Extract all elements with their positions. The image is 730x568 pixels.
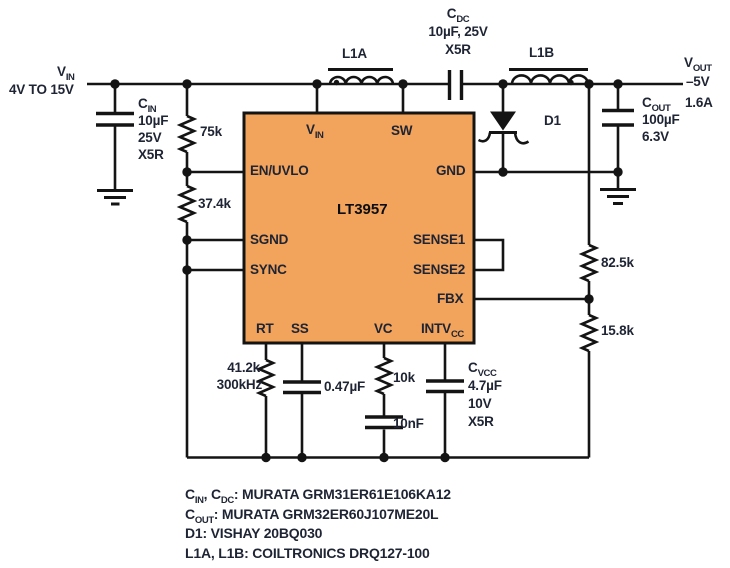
- vin-range: 4V TO 15V: [9, 82, 74, 97]
- vc-cap-label: 10nF: [393, 416, 424, 431]
- l1b-label: L1B: [529, 45, 554, 60]
- pin-fbx: FBX: [437, 291, 464, 306]
- cvcc-dielectric: X5R: [468, 414, 494, 429]
- resistor-15-8k-label: 15.8k: [601, 323, 634, 338]
- cap-cvcc: [426, 379, 464, 394]
- cout-voltage: 6.3V: [642, 129, 669, 144]
- vout-title: VOUT: [684, 55, 712, 74]
- pin-sync: SYNC: [250, 262, 287, 277]
- resistor-82-5k: [578, 243, 600, 283]
- resistor-75k-label: 75k: [200, 124, 222, 139]
- cdc-name: CDC: [446, 6, 470, 25]
- note-line: L1A, L1B: COILTRONICS DRQ127-100: [185, 545, 430, 561]
- resistor-75k: [176, 114, 198, 154]
- cap-cout: [602, 108, 634, 127]
- vout-current: 1.6A: [685, 95, 713, 110]
- resistor-37-4k: [176, 184, 198, 224]
- chip-body: [242, 111, 476, 345]
- cin-voltage: 25V: [138, 130, 162, 145]
- resistor-37-4k-label: 37.4k: [198, 196, 231, 211]
- pin-sense1: SENSE1: [413, 232, 466, 247]
- l1a-label: L1A: [342, 46, 367, 61]
- cdc-value: 10µF, 25V: [428, 24, 488, 39]
- pin-rt: RT: [256, 321, 274, 336]
- resistor-41-2k: [255, 358, 277, 398]
- d1-label: D1: [544, 113, 561, 128]
- rt-resistor-label: 41.2k: [227, 360, 260, 375]
- polarity-dot-l1b: [568, 79, 574, 86]
- ground-symbols: [97, 188, 636, 206]
- ground-cout: [600, 188, 636, 205]
- rt-frequency-label: 300kHz: [216, 377, 263, 392]
- note-line: COUT: MURATA GRM32ER60J107ME20L: [185, 506, 439, 526]
- vin-title: VIN: [57, 64, 75, 83]
- note-line: CIN, CDC: MURATA GRM31ER61E106KA12: [185, 486, 451, 506]
- resistor-10k: [373, 356, 395, 396]
- ss-cap-label: 0.47µF: [324, 379, 366, 394]
- note-line: D1: VISHAY 20BQ030: [185, 525, 323, 541]
- vout-voltage: –5V: [686, 74, 710, 89]
- inductor-l1a: [328, 68, 395, 86]
- resistors: [176, 114, 600, 398]
- vc-resistor-label: 10k: [393, 370, 415, 385]
- pin-gnd: GND: [436, 163, 466, 178]
- cvcc-value: 4.7µF: [468, 378, 502, 393]
- cdc-dielectric: X5R: [445, 42, 471, 57]
- chip-part-number: LT3957: [337, 201, 388, 218]
- cap-cdc: [447, 70, 464, 100]
- cap-cin: [96, 111, 134, 127]
- cvcc-name: CVCC: [468, 360, 497, 379]
- cin-dielectric: X5R: [138, 147, 164, 162]
- cap-ss: [283, 380, 321, 395]
- pin-intvcc: INTVCC: [421, 321, 464, 340]
- cvcc-voltage: 10V: [468, 396, 492, 411]
- resistor-82-5k-label: 82.5k: [601, 255, 634, 270]
- pin-sgnd: SGND: [250, 232, 289, 247]
- pin-sw: SW: [391, 123, 413, 138]
- inductor-l1b: [509, 68, 590, 86]
- cout-value: 100µF: [642, 112, 680, 127]
- pin-vin: VIN: [306, 122, 324, 141]
- junction-dots: [110, 79, 623, 463]
- ground-cin: [97, 189, 133, 206]
- cout-name: COUT: [642, 95, 671, 114]
- cap-10nf: [365, 415, 403, 430]
- cin-value: 10µF: [138, 113, 169, 128]
- pin-en-uvlo: EN/UVLO: [250, 163, 309, 178]
- pin-ss: SS: [291, 321, 309, 336]
- pin-vc: VC: [374, 321, 393, 336]
- cin-name: CIN: [138, 96, 157, 115]
- polarity-dot-l1a: [333, 79, 340, 86]
- diode-d1: [477, 111, 530, 145]
- resistor-15-8k: [578, 313, 600, 353]
- pin-sense2: SENSE2: [413, 262, 466, 277]
- capacitors: [96, 70, 634, 430]
